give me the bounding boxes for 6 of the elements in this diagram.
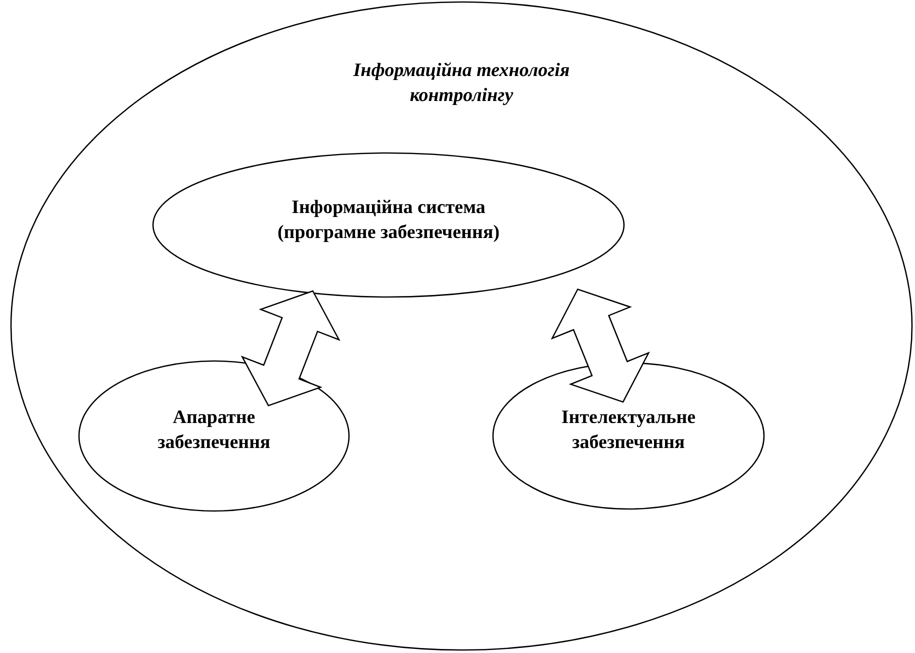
node-label: Інтелектуальне забезпечення [560, 406, 697, 455]
node-label: Інформаційна система (програмне забезпечення) [276, 196, 501, 245]
node-label: Апаратне забезпечення [156, 406, 272, 455]
node-label: Інформаційна технологія контролінгу [352, 59, 571, 108]
double-block-arrow [240, 290, 340, 406]
double-block-arrow [550, 288, 650, 403]
